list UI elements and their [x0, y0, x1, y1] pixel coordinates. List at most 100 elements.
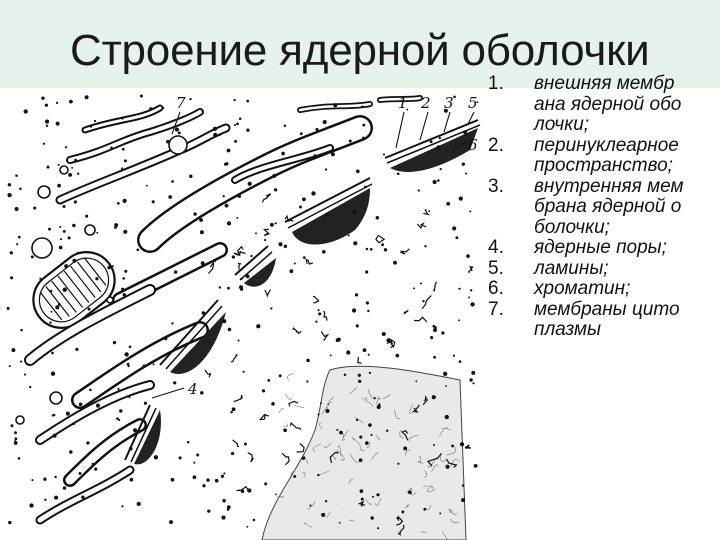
- chromatin-speck: [412, 404, 420, 413]
- ribosome-dot: [29, 503, 34, 508]
- ribosome-dot: [200, 391, 204, 395]
- nucleoplasm-texture: [406, 487, 413, 494]
- ribosome-dot: [17, 457, 21, 460]
- ribosome-dot: [192, 475, 197, 480]
- ribosome-dot: [452, 226, 457, 231]
- ribosome-dot: [149, 107, 153, 111]
- ribosome-dot: [193, 212, 197, 216]
- ribosome-dot: [324, 168, 328, 171]
- ribosome-dot: [376, 404, 381, 410]
- legend-text: хроматин;: [534, 278, 631, 299]
- ribosome-dot: [226, 148, 231, 153]
- ribosome-dot: [122, 198, 127, 204]
- callout-leaders: [151, 111, 475, 399]
- ribosome-dot: [358, 379, 362, 383]
- ribosome-dot: [433, 355, 437, 359]
- ribosome-dot: [461, 484, 465, 487]
- ribosome-dot: [124, 352, 129, 357]
- ribosome-dot: [68, 172, 73, 177]
- ribosome-dot: [396, 172, 400, 176]
- ribosome-dot: [33, 206, 37, 210]
- legend-item: 2. перинуклеарное пространство;: [488, 135, 716, 177]
- ribosome-dot: [466, 254, 470, 258]
- ribosome-dot: [16, 243, 19, 246]
- ribosome-dot: [178, 456, 182, 460]
- ribosome-dot: [348, 139, 352, 143]
- ribosome-dot: [31, 479, 34, 482]
- nucleoplasm-texture: [399, 429, 404, 439]
- ribosome-dot: [218, 286, 222, 289]
- ribosome-dot: [74, 158, 77, 162]
- ribosome-dot: [422, 299, 425, 303]
- ribosome-dot: [470, 302, 475, 307]
- ribosome-dot: [10, 424, 14, 428]
- ribosome-dot: [207, 509, 211, 513]
- ribosome-dot: [107, 265, 111, 270]
- nucleoplasm-texture: [409, 403, 414, 414]
- ribosome-dot: [39, 277, 42, 280]
- ribosome-dot: [96, 231, 99, 234]
- chromatin-speck: [421, 295, 432, 310]
- nucleoplasm-texture: [304, 522, 313, 528]
- ribosome-dot: [445, 385, 447, 387]
- ribosome-dot: [222, 319, 227, 324]
- ribosome-dot: [145, 184, 148, 187]
- legend-number: 3.: [488, 175, 504, 197]
- callout-6: 6: [468, 136, 478, 154]
- ribosome-dot: [177, 131, 181, 135]
- ribosome-dot: [293, 262, 296, 265]
- ribosome-dot: [245, 274, 250, 279]
- nucleoplasm-texture: [302, 454, 309, 464]
- ribosome-dot: [213, 258, 217, 263]
- ribosome-dot: [362, 136, 365, 140]
- ribosome-dot: [236, 216, 239, 219]
- ribosome-dot: [469, 210, 472, 213]
- ribosome-dot: [231, 407, 236, 412]
- legend-item: 3. внутренняя мембрана ядерной оболочки;: [488, 175, 716, 239]
- nucleoplasm-texture: [340, 458, 346, 462]
- chromatin-speck: [423, 209, 430, 216]
- ribosome-dot: [220, 474, 225, 478]
- nucleoplasm-texture: [426, 488, 436, 493]
- mitochondrion: [32, 251, 116, 329]
- legend-number: 1.: [488, 73, 504, 94]
- callout-labels: 1 2 3 5 6 7 4: [176, 94, 478, 398]
- chromatin-speck: [357, 356, 362, 364]
- ribosome-dot: [224, 203, 229, 208]
- ribosome-dot: [358, 458, 363, 463]
- ribosome-dot: [429, 140, 433, 144]
- callout-5: 5: [468, 94, 478, 112]
- nucleoplasm-texture: [441, 531, 449, 540]
- cytoplasm-membranes: [24, 95, 423, 525]
- ribosome-dot: [127, 365, 130, 368]
- ribosome-dot: [236, 122, 239, 126]
- ribosome-dot: [116, 202, 120, 205]
- ribosome-dot: [397, 168, 400, 171]
- ribosome-dot: [48, 227, 51, 231]
- chromatin-speck: [312, 295, 320, 304]
- nucleoplasm-texture: [360, 396, 368, 400]
- nucleoplasm-texture: [349, 519, 354, 522]
- ribosome-dot: [69, 99, 73, 104]
- ribosome-dot: [406, 108, 409, 111]
- ribosome-dot: [317, 309, 320, 312]
- ribosome-dot: [89, 125, 93, 128]
- legend-text: ламины;: [534, 257, 609, 279]
- nucleoplasm-texture: [446, 446, 457, 456]
- ribosome-dot: [152, 363, 155, 366]
- chromatin-speck: [233, 251, 246, 256]
- ribosome-dot: [269, 222, 274, 227]
- chromatin-speck: [422, 394, 429, 406]
- nucleoplasm-texture: [410, 492, 417, 496]
- nucleoplasm-texture: [276, 496, 284, 498]
- ribosome-dot: [373, 397, 376, 400]
- ribosome-dot: [357, 373, 361, 377]
- ribosome-dot: [278, 242, 283, 247]
- ribosome-dot: [327, 403, 330, 406]
- ribosome-dot: [382, 153, 386, 156]
- ribosome-dot: [128, 396, 131, 399]
- ribosome-dot: [283, 244, 288, 249]
- ribosome-dot: [424, 244, 427, 248]
- nucleoplasm-texture: [448, 508, 457, 515]
- chromatin-speck: [432, 281, 438, 292]
